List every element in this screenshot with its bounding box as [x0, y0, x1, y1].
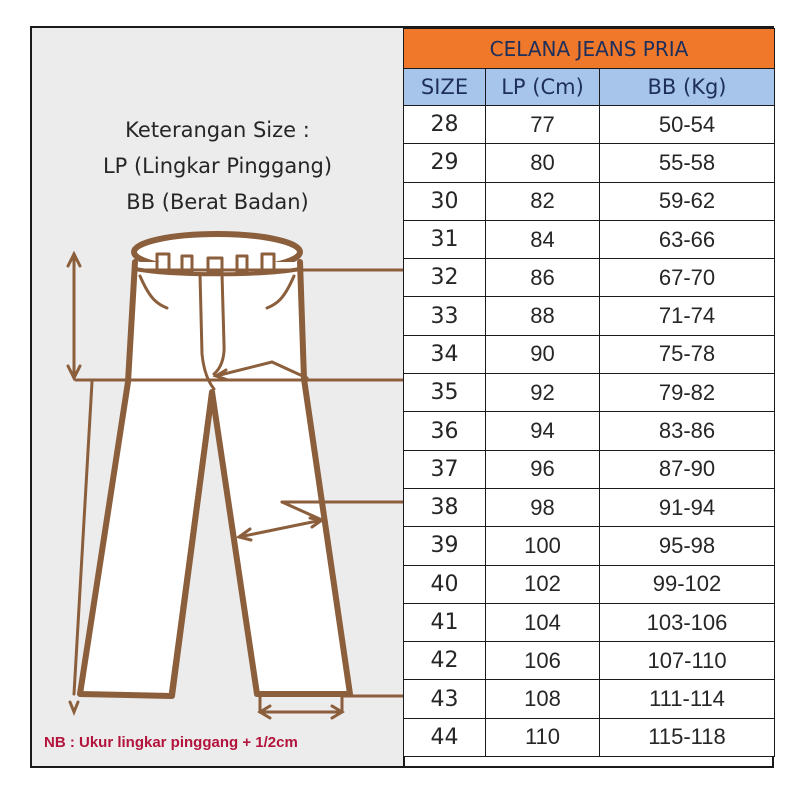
bb-cell: 95-98	[598, 526, 776, 566]
bb-cell: 71-74	[598, 296, 776, 336]
size-cell: 35	[403, 373, 486, 413]
bb-cell: 103-106	[598, 602, 776, 643]
bb-cell: 75-78	[598, 334, 776, 375]
size-cell: 39	[403, 526, 486, 566]
lp-cell: 96	[485, 449, 600, 489]
size-cell: 44	[403, 717, 486, 758]
size-cell: 29	[403, 143, 486, 183]
header-bb: BB (Kg)	[598, 68, 776, 106]
size-cell: 41	[403, 602, 486, 643]
size-cell: 40	[403, 564, 486, 604]
table-header-row: SIZE LP (Cm) BB (Kg)	[403, 68, 776, 106]
table-title-row: CELANA JEANS PRIA	[402, 28, 776, 69]
bb-cell: 50-54	[598, 104, 776, 145]
legend-lp: LP (Lingkar Pinggang)	[102, 154, 333, 178]
lp-cell: 110	[485, 717, 600, 758]
bb-cell: 55-58	[598, 143, 776, 183]
size-cell: 31	[403, 219, 486, 260]
bb-cell: 115-118	[598, 717, 776, 758]
lp-cell: 100	[485, 526, 600, 566]
lp-cell: 108	[485, 679, 600, 719]
bb-cell: 79-82	[598, 373, 776, 413]
bb-cell: 91-94	[598, 487, 776, 528]
lp-cell: 80	[485, 143, 600, 183]
size-cell: 43	[403, 679, 486, 719]
lp-cell: 90	[485, 334, 600, 375]
header-lp: LP (Cm)	[485, 68, 600, 106]
lp-cell: 84	[485, 219, 600, 260]
size-legend-panel: Keterangan Size : LP (Lingkar Pinggang) …	[32, 28, 405, 766]
bb-cell: 67-70	[598, 258, 776, 298]
header-size: SIZE	[403, 68, 486, 106]
lp-cell: 86	[485, 258, 600, 298]
jeans-measurement-icon	[66, 231, 403, 720]
table-title: CELANA JEANS PRIA	[402, 28, 776, 69]
size-cell: 28	[403, 104, 486, 145]
size-table: CELANA JEANS PRIA SIZE LP (Cm) BB (Kg) 2…	[402, 28, 776, 758]
size-cell: 34	[403, 334, 486, 375]
note-text: NB : Ukur lingkar pinggang + 1/2cm	[44, 734, 298, 751]
lp-cell: 94	[485, 411, 600, 451]
size-cell: 32	[403, 258, 486, 298]
lp-cell: 82	[485, 181, 600, 221]
size-cell: 36	[403, 411, 486, 451]
bb-cell: 111-114	[598, 679, 776, 719]
legend-bb: BB (Berat Badan)	[126, 190, 309, 214]
legend-title: Keterangan Size :	[125, 118, 310, 142]
bb-cell: 107-110	[598, 641, 776, 681]
bb-cell: 99-102	[598, 564, 776, 604]
size-cell: 33	[403, 296, 486, 336]
lp-cell: 104	[485, 602, 600, 643]
lp-cell: 98	[485, 487, 600, 528]
size-cell: 30	[403, 181, 486, 221]
lp-cell: 77	[485, 104, 600, 145]
lp-cell: 92	[485, 373, 600, 413]
lp-cell: 102	[485, 564, 600, 604]
size-cell: 42	[403, 641, 486, 681]
bb-cell: 59-62	[598, 181, 776, 221]
bb-cell: 63-66	[598, 219, 776, 260]
bb-cell: 87-90	[598, 449, 776, 489]
lp-cell: 106	[485, 641, 600, 681]
lp-cell: 88	[485, 296, 600, 336]
bb-cell: 83-86	[598, 411, 776, 451]
size-chart-frame: Keterangan Size : LP (Lingkar Pinggang) …	[30, 26, 776, 768]
size-cell: 37	[403, 449, 486, 489]
size-cell: 38	[403, 487, 486, 528]
